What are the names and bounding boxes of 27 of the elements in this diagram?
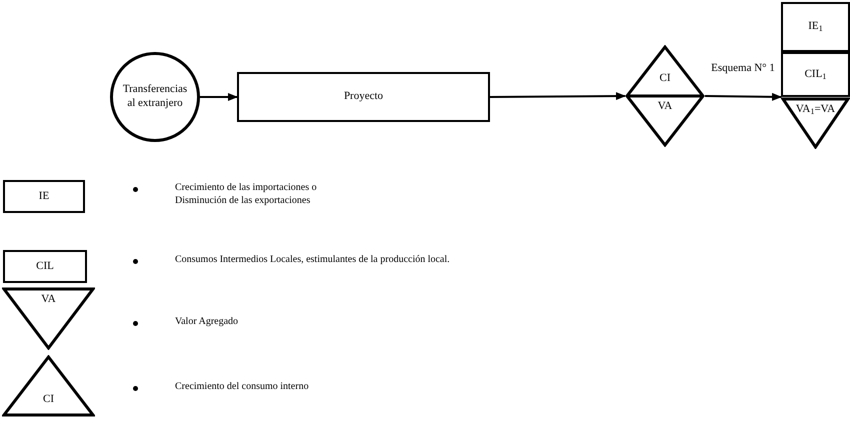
inverted-triangle — [2, 287, 95, 350]
process-box — [237, 72, 490, 122]
node-label: CIL$_{1}$ — [804, 68, 826, 82]
arrow — [490, 92, 626, 100]
arrow — [704, 92, 782, 101]
description-text: Consumos Intermedios Locales, estimulantes de la producción local. — [175, 254, 451, 266]
description-text: Crecimiento de las importaciones o Disminución de las exportaciones — [175, 182, 318, 207]
triangle — [2, 355, 95, 417]
node-label: VA$_{1}$=VA — [796, 103, 836, 117]
node-label: VA — [658, 100, 672, 114]
node-label: Proyecto — [344, 90, 384, 104]
node-label: CIL — [36, 260, 54, 274]
arrow — [200, 93, 238, 101]
description-text: Valor Agregado — [175, 316, 240, 328]
process-box — [3, 250, 87, 283]
node-label: IE$_{1}$ — [808, 20, 823, 34]
inverted-triangle — [781, 97, 850, 149]
process-box — [781, 2, 850, 52]
process-box — [781, 52, 850, 97]
node-label: CI — [660, 72, 670, 86]
process-box — [3, 180, 85, 213]
description-text: Crecimiento del consumo interno — [175, 381, 310, 394]
node-label: Transferencias al extranjero — [122, 83, 188, 111]
decision-diamond — [625, 45, 705, 147]
node-label: CI — [43, 393, 54, 407]
node-label: IE — [38, 190, 50, 204]
node-label: VA — [41, 293, 56, 307]
